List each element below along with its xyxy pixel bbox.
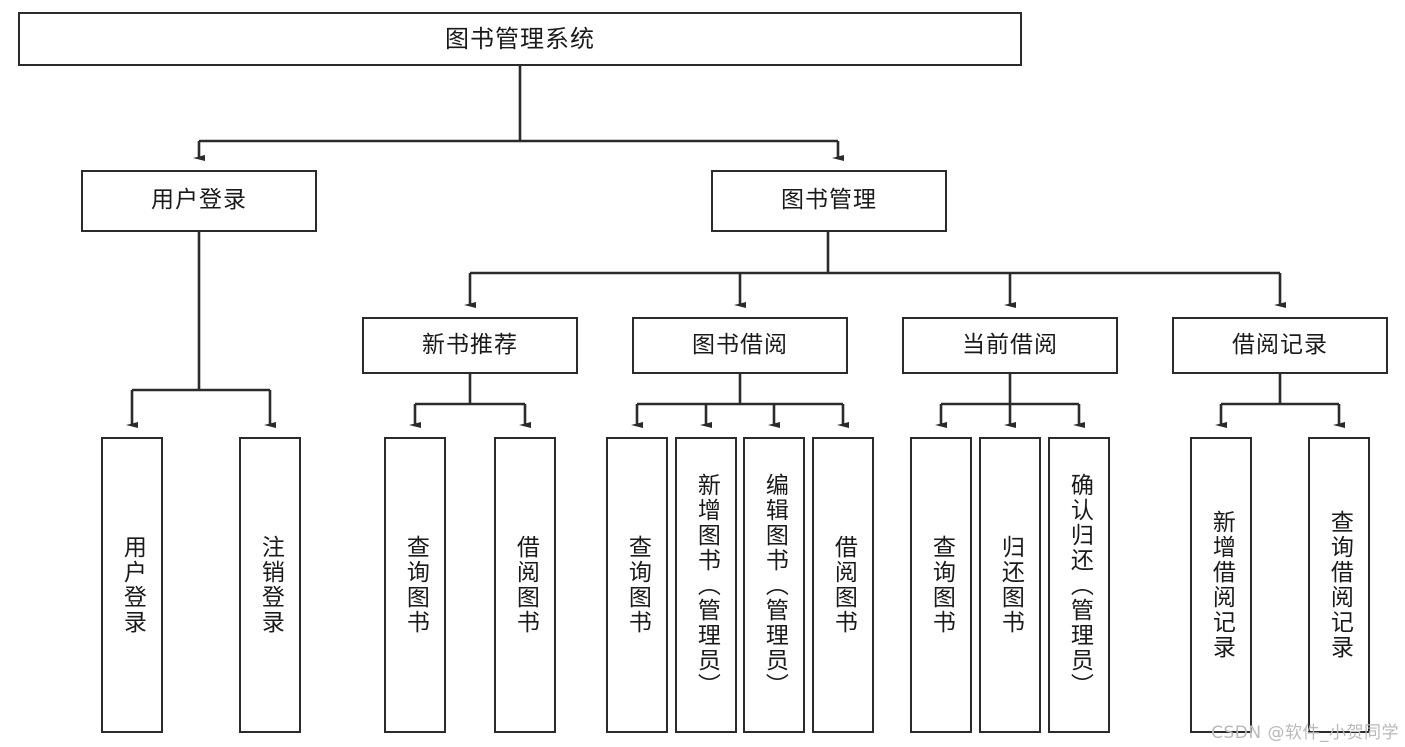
leaf-label: 注销登录 [257, 535, 284, 635]
leaf-new-book-query[interactable]: 查询图书 [384, 437, 446, 733]
leaf-current-borrow-return[interactable]: 归还图书 [979, 437, 1041, 733]
node-current-borrow-label: 当前借阅 [962, 331, 1058, 358]
leaf-label: 归还图书 [997, 535, 1024, 635]
leaf-borrow-record-query[interactable]: 查询借阅记录 [1308, 437, 1370, 733]
node-user-login-label: 用户登录 [151, 187, 247, 214]
leaf-book-borrow-edit[interactable]: 编辑图书（管理员） [743, 437, 805, 733]
node-book-borrow-label: 图书借阅 [692, 331, 788, 358]
leaf-borrow-record-add[interactable]: 新增借阅记录 [1190, 437, 1252, 733]
node-book-management[interactable]: 图书管理 [711, 170, 947, 232]
leaf-current-borrow-confirm[interactable]: 确认归还（管理员） [1048, 437, 1110, 733]
node-borrow-record[interactable]: 借阅记录 [1172, 317, 1388, 374]
leaf-label: 新增图书（管理员） [693, 472, 720, 698]
watermark-text: CSDN @软件_小贺同学 [1211, 723, 1399, 743]
leaf-label: 新增借阅记录 [1208, 510, 1235, 660]
leaf-book-borrow-borrow[interactable]: 借阅图书 [812, 437, 874, 733]
leaf-label: 确认归还（管理员） [1066, 472, 1093, 698]
node-current-borrow[interactable]: 当前借阅 [902, 317, 1118, 374]
node-root-label: 图书管理系统 [445, 24, 595, 53]
leaf-label: 查询图书 [928, 535, 955, 635]
node-book-management-label: 图书管理 [781, 187, 877, 214]
node-user-login[interactable]: 用户登录 [81, 170, 317, 232]
leaf-label: 查询图书 [402, 535, 429, 635]
leaf-label: 借阅图书 [512, 535, 539, 635]
leaf-book-borrow-query[interactable]: 查询图书 [606, 437, 668, 733]
leaf-label: 查询图书 [624, 535, 651, 635]
leaf-label: 用户登录 [119, 535, 146, 635]
node-borrow-record-label: 借阅记录 [1232, 331, 1328, 358]
node-new-book-recommend-label: 新书推荐 [422, 331, 518, 358]
leaf-book-borrow-add[interactable]: 新增图书（管理员） [675, 437, 737, 733]
leaf-label: 查询借阅记录 [1326, 510, 1353, 660]
leaf-label: 编辑图书（管理员） [761, 472, 788, 698]
leaf-label: 借阅图书 [830, 535, 857, 635]
leaf-user-login-login[interactable]: 用户登录 [101, 437, 163, 733]
leaf-new-book-borrow[interactable]: 借阅图书 [494, 437, 556, 733]
node-book-borrow[interactable]: 图书借阅 [632, 317, 848, 374]
leaf-user-login-logout[interactable]: 注销登录 [239, 437, 301, 733]
leaf-current-borrow-query[interactable]: 查询图书 [910, 437, 972, 733]
node-new-book-recommend[interactable]: 新书推荐 [362, 317, 578, 374]
node-root[interactable]: 图书管理系统 [18, 12, 1022, 66]
